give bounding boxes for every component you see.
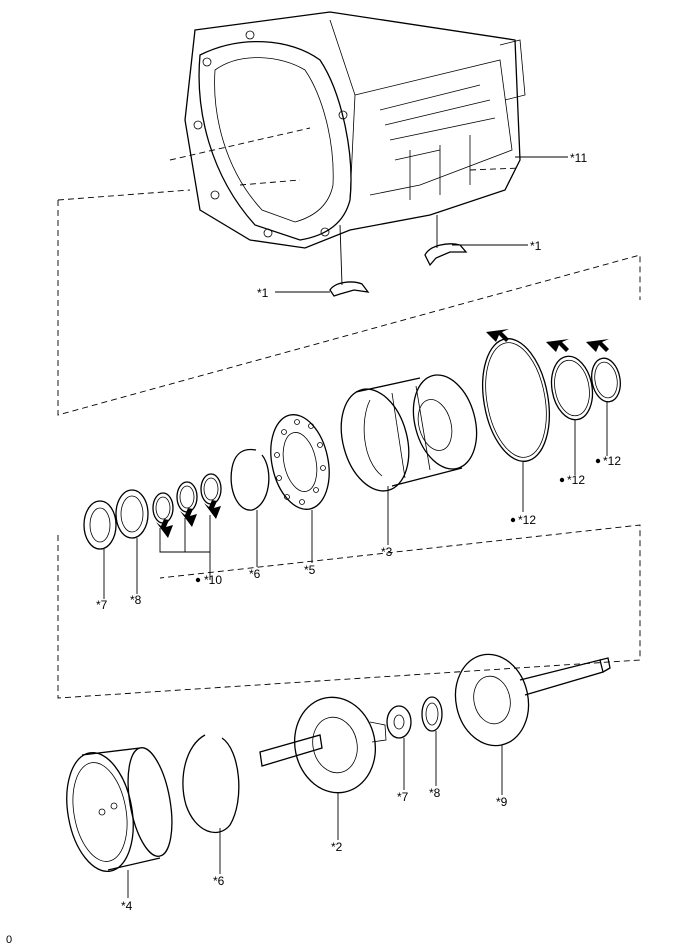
callout-2: *2 <box>331 840 343 854</box>
planetary-gear-2 <box>259 696 387 794</box>
callout-7-upper: *7 <box>96 598 108 612</box>
callout-1-lower: *1 <box>257 286 269 300</box>
apply-arrow-icon <box>180 508 197 527</box>
callout-11: *11 <box>570 151 587 165</box>
callout-4: *4 <box>121 899 133 913</box>
apply-arrow-icon <box>204 500 221 519</box>
ring-gear-4 <box>66 747 173 872</box>
callout-12-small: *12 <box>603 454 621 468</box>
bullet-icon <box>595 458 601 464</box>
o-ring-large-12 <box>482 338 550 462</box>
callout-1-upper: *1 <box>530 239 542 253</box>
callout-6-upper: *6 <box>249 567 261 581</box>
apply-arrow-icon <box>586 339 609 352</box>
bullet-icon <box>559 477 565 483</box>
o-ring-medium-12 <box>550 355 594 421</box>
bullet-icon <box>510 517 516 523</box>
apply-arrow-icon <box>546 339 569 352</box>
bearing-race-7-lower <box>386 705 412 739</box>
callout-10: *10 <box>204 573 222 587</box>
callout-12-medium: *12 <box>567 473 585 487</box>
upper-assembly-dashed-plane <box>57 167 641 416</box>
oil-pipe-clip-upper <box>424 243 468 267</box>
upper-assembly-dashed-axis <box>169 127 311 161</box>
callout-7-lower: *7 <box>397 790 409 804</box>
o-ring-small-12 <box>591 357 621 403</box>
bearing-race-7-upper <box>83 500 117 550</box>
callout-12-large: *12 <box>518 513 536 527</box>
oil-pipe-clip-lower <box>329 281 370 297</box>
piston-5 <box>270 414 330 510</box>
callout-5: *5 <box>304 563 316 577</box>
thrust-bearing-8-lower <box>421 696 443 732</box>
clutch-hub-shaft-9 <box>454 653 611 747</box>
thrust-bearing-8-upper <box>115 489 149 539</box>
callout-8-lower: *8 <box>429 786 441 800</box>
snap-ring-6-lower <box>182 734 240 834</box>
lower-assembly-dashed-plane <box>57 524 641 699</box>
transmission-case <box>184 11 526 249</box>
callout-6-lower: *6 <box>213 874 225 888</box>
callout-9: *9 <box>496 795 508 809</box>
callout-8-upper: *8 <box>130 593 142 607</box>
clutch-drum-3 <box>340 374 478 492</box>
callout-3: *3 <box>381 545 393 559</box>
corner-mark: 0 <box>6 934 12 946</box>
bullet-icon <box>195 577 201 583</box>
o-ring-set-10 <box>152 473 222 524</box>
apply-arrow-icon <box>156 519 173 538</box>
apply-arrow-icon <box>486 329 509 342</box>
snap-ring-6-upper <box>230 448 270 511</box>
